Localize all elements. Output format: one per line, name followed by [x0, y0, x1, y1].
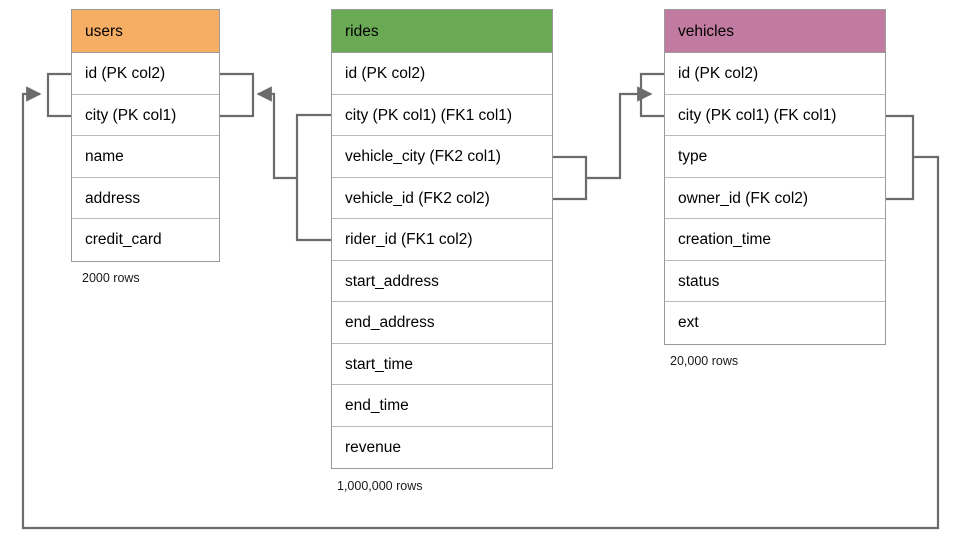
connector-vehicles-target-bracket-left	[639, 72, 664, 118]
field-rides-city[interactable]: city (PK col1) (FK1 col1)	[332, 94, 552, 136]
field-vehicles-id[interactable]: id (PK col2)	[665, 53, 885, 95]
field-users-id[interactable]: id (PK col2)	[72, 53, 219, 95]
connector-users-target-bracket-left	[46, 72, 71, 118]
row-count-rides: 1,000,000 rows	[337, 479, 423, 493]
field-rides-revenue[interactable]: revenue	[332, 426, 552, 468]
connector-users-target-bracket-right	[220, 72, 255, 118]
field-vehicles-city[interactable]: city (PK col1) (FK col1)	[665, 94, 885, 136]
entity-header-rides: rides	[332, 10, 552, 53]
entity-table-vehicles[interactable]: vehicles id (PK col2) city (PK col1) (FK…	[664, 9, 886, 345]
field-rides-vehicle-id[interactable]: vehicle_id (FK2 col2)	[332, 177, 552, 219]
row-count-users: 2000 rows	[82, 271, 140, 285]
entity-header-users: users	[72, 10, 219, 53]
entity-table-rides[interactable]: rides id (PK col2) city (PK col1) (FK1 c…	[331, 9, 553, 469]
field-users-address[interactable]: address	[72, 177, 219, 219]
field-users-credit-card[interactable]: credit_card	[72, 219, 219, 261]
field-rides-end-time[interactable]: end_time	[332, 385, 552, 427]
field-vehicles-owner-id[interactable]: owner_id (FK col2)	[665, 177, 885, 219]
field-rides-end-address[interactable]: end_address	[332, 302, 552, 344]
field-rides-start-address[interactable]: start_address	[332, 260, 552, 302]
field-vehicles-type[interactable]: type	[665, 136, 885, 178]
field-rides-vehicle-city[interactable]: vehicle_city (FK2 col1)	[332, 136, 552, 178]
connector-vehicles-fk-source-bracket	[886, 114, 915, 201]
connector-rides-fk1-to-users	[256, 86, 297, 180]
field-vehicles-creation-time[interactable]: creation_time	[665, 219, 885, 261]
field-rides-id[interactable]: id (PK col2)	[332, 53, 552, 95]
field-vehicles-ext[interactable]: ext	[665, 302, 885, 344]
field-users-city[interactable]: city (PK col1)	[72, 94, 219, 136]
connector-rides-fk2-to-vehicles	[586, 86, 653, 180]
entity-table-users[interactable]: users id (PK col2) city (PK col1) name a…	[71, 9, 220, 262]
field-users-name[interactable]: name	[72, 136, 219, 178]
field-rides-rider-id[interactable]: rider_id (FK1 col2)	[332, 219, 552, 261]
field-vehicles-status[interactable]: status	[665, 260, 885, 302]
connector-rides-fk1-source-bracket	[295, 113, 331, 242]
entity-header-vehicles: vehicles	[665, 10, 885, 53]
row-count-vehicles: 20,000 rows	[670, 354, 739, 368]
field-rides-start-time[interactable]: start_time	[332, 343, 552, 385]
connector-rides-fk2-source-bracket	[553, 155, 588, 201]
